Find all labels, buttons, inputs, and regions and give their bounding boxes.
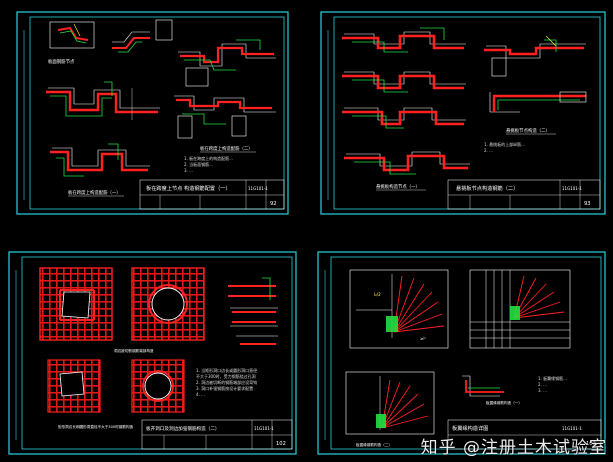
sheet-2-label-0: 悬挑板节点构造（二）	[506, 127, 550, 134]
svg-text:1. 板翼缘钢筋...: 1. 板翼缘钢筋...	[538, 375, 567, 381]
sheet-2-page: 93	[584, 201, 591, 207]
sheet-1[interactable]: 板面钢筋节点 板在跨度上构造配筋（二） 1. 板在跨度上的构造配筋.	[16, 11, 289, 215]
sheet-2-frame	[320, 11, 606, 215]
svg-text:不大于300时，受力钢筋绕过孔洞: 不大于300时，受力钢筋绕过孔洞	[196, 373, 256, 379]
svg-text:2. 洞边被切断的钢筋端部应设弯钩: 2. 洞边被切断的钢筋端部应设弯钩	[196, 379, 257, 385]
sheet-2-detail-row-1	[342, 27, 466, 53]
svg-text:3. ...: 3. ...	[184, 168, 193, 173]
sheet-1-frame	[16, 11, 289, 215]
svg-text:1. 板在跨度上的构造配筋...: 1. 板在跨度上的构造配筋...	[184, 155, 233, 161]
sheet-3-small-round-panel	[131, 359, 185, 413]
sheet-2-detail-top-right	[484, 35, 586, 77]
sheet-4-flange-detail	[462, 375, 504, 397]
sheet-4-label-1: 板翼缘钢筋构造（二）	[356, 442, 392, 447]
sheet-3-small-rect-panel	[47, 359, 101, 413]
sheet-2-label-1: 悬挑板构造节点（一）	[376, 183, 420, 190]
sheet-3[interactable]: 洞边被切断钢筋端部构造 矩形洞边长和圆形洞直径不大于300时钢筋构造 1. 当矩…	[8, 251, 297, 455]
sheet-2-detail-row-3	[342, 107, 466, 129]
svg-text:2. 当板面钢筋...: 2. 当板面钢筋...	[184, 161, 213, 167]
sheet-4-page: 103	[586, 441, 596, 447]
sheet-2-detail-right-corner	[489, 91, 587, 113]
sheet-1-detail-step-right	[174, 95, 276, 139]
svg-text:l₂/2: l₂/2	[374, 292, 381, 297]
sheet-3-label-0: 矩形洞边长和圆形洞直径不大于300时钢筋构造	[58, 424, 134, 429]
svg-text:4. ...: 4. ...	[196, 392, 205, 397]
sheet-2-title: 悬挑板节点构造钢筋（二）	[456, 184, 518, 192]
sheet-4-title-block: 板翼缘构造详图 11G101-1 103 板翼缘钢筋构造（二）	[356, 419, 602, 450]
svg-text:3. ...: 3. ...	[538, 388, 547, 393]
sheet-2-number: 11G101-1	[562, 186, 582, 191]
sheet-3-page: 102	[276, 441, 286, 447]
sheet-1-number: 11G101-1	[248, 186, 268, 191]
sheet-3-title: 板开洞口及洞边加强钢筋构造（二）	[146, 425, 220, 432]
sheet-3-end-detail	[228, 277, 278, 345]
svg-text:1. 悬挑板的上部纵筋...: 1. 悬挑板的上部纵筋...	[484, 141, 525, 147]
sheet-3-frame	[8, 251, 297, 455]
sheet-1-title: 板在跨度上节点 构造钢筋配置（一）	[146, 184, 231, 192]
sheet-4[interactable]: l₂/2 ≥lᵃ	[317, 251, 606, 455]
sheet-4-label-0: 板翼缘钢筋构造（一）	[486, 400, 522, 405]
svg-text:1. 当矩形洞口边长或圆形洞口直径: 1. 当矩形洞口边长或圆形洞口直径	[196, 367, 257, 373]
sheet-3-rect-opening-panel	[39, 267, 113, 341]
svg-text:2. ...: 2. ...	[484, 148, 493, 153]
sheet-1-title-block: 板在跨度上节点 构造钢筋配置（一） 11G101-1 92	[139, 179, 285, 210]
sheet-1-detail-step	[112, 19, 173, 53]
watermark: 知乎 @注册土木试验室	[420, 438, 607, 458]
sheet-3-title-block: 板开洞口及洞边加强钢筋构造（二） 11G101-1 102	[141, 419, 293, 450]
sheet-1-label-1: 板在跨度上构造配筋（二）	[200, 145, 253, 152]
sheet-1-detail-slope	[49, 21, 95, 49]
sheet-4-title: 板翼缘构造详图	[452, 424, 488, 432]
sheet-2-detail-row-2	[342, 71, 466, 93]
sheet-4-grid-panel	[469, 269, 571, 349]
sheet-1-label-0: 板面钢筋节点	[48, 58, 75, 65]
sheet-2-detail-row-4	[344, 151, 470, 175]
sheet-3-number: 11G101-1	[254, 426, 274, 431]
sheet-4-frame	[317, 251, 606, 455]
sheet-1-detail-stepped-slab	[178, 39, 276, 87]
sheet-1-page: 92	[270, 201, 277, 207]
sheet-2-title-block: 悬挑板节点构造钢筋（二） 11G101-1 93	[447, 179, 601, 210]
sheet-4-fan-detail-1: l₂/2 ≥lᵃ	[349, 269, 449, 349]
sheet-1-label-2: 板在跨度上构造配筋（一）	[68, 189, 121, 196]
sheet-2[interactable]: 悬挑板节点构造（二） 1. 悬挑板的上部纵筋... 2. ... 悬挑板构造节点…	[320, 11, 606, 215]
sheet-1-detail-bottom-step	[50, 143, 150, 177]
sheet-1-detail-s-step	[46, 81, 160, 120]
sheet-4-number: 11G101-1	[562, 426, 582, 431]
svg-text:3. 洞口补强钢筋按设计要求配置: 3. 洞口补强钢筋按设计要求配置	[196, 385, 253, 391]
sheet-3-label-1: 洞边被切断钢筋端部构造	[114, 348, 154, 353]
svg-text:2. ...: 2. ...	[538, 382, 547, 387]
svg-text:≥lᵃ: ≥lᵃ	[420, 336, 426, 341]
sheet-4-fan-detail-2	[345, 371, 435, 435]
sheet-3-round-opening-panel	[131, 267, 205, 341]
